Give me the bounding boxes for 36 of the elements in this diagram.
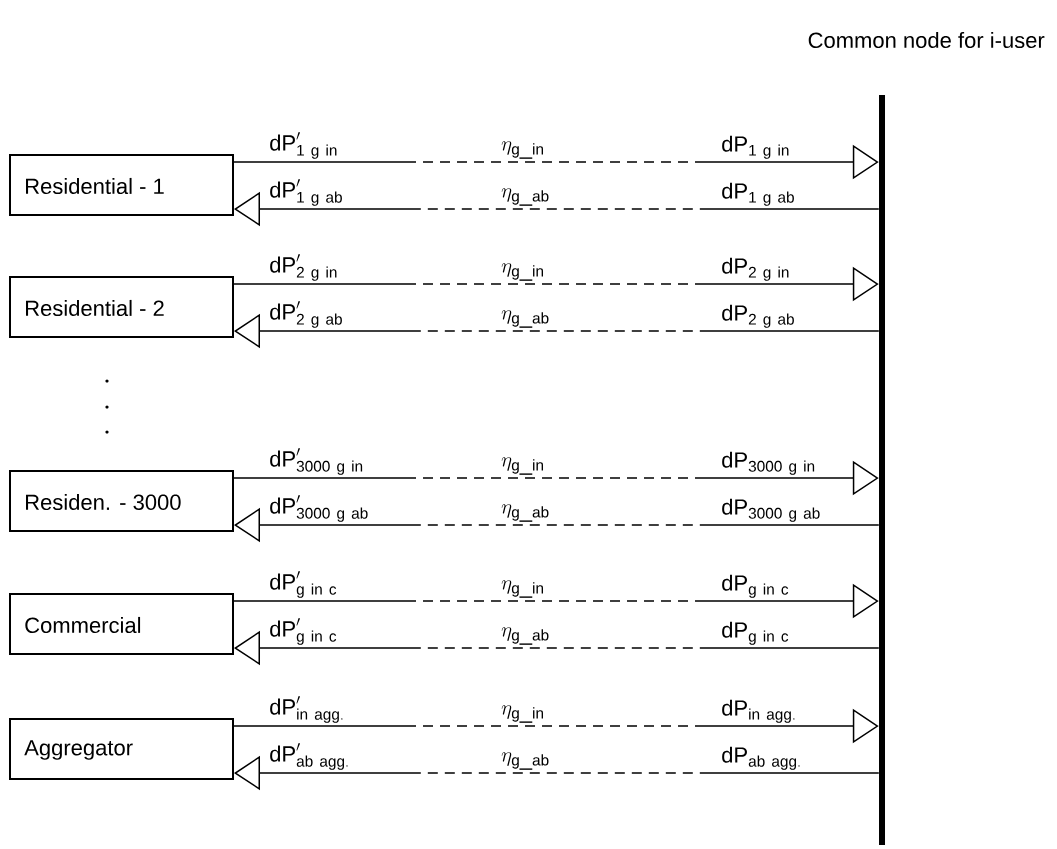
- flow-label: $\mathrm{dP}_{\mathrm{2\ g\ in}}$: [722, 257, 789, 281]
- flow-label: $\mathrm{dP}_{\mathrm{g\ in\ c}}$: [722, 574, 789, 598]
- entity-box: Residential - 2: [9, 276, 234, 338]
- flow-label: $\mathrm{dP}_{\mathrm{1\ g\ in}}$: [722, 135, 789, 159]
- edge-label: $\eta_{\mathrm{g\_in}}$: [500, 456, 546, 476]
- flow-label: $\mathrm{dP}'_{\mathrm{2\ g\ ab}}$: [270, 301, 342, 328]
- flow-label: $\mathrm{dP}_{\mathrm{1\ g\ ab}}$: [722, 182, 794, 206]
- edge-label: $\eta_{\mathrm{g\_in}}$: [500, 262, 546, 282]
- entity-box: Commercial: [9, 593, 234, 655]
- flow-label: $\mathrm{dP}'_{\mathrm{3000\ g\ in}}$: [270, 448, 363, 475]
- entity-box: Residential - 1: [9, 154, 234, 216]
- flow-label: $\mathrm{dP}_{\mathrm{ab\ agg.}}$: [722, 746, 800, 770]
- flow-label: $\mathrm{dP}'_{\mathrm{g\ in\ c}}$: [270, 618, 337, 645]
- flow-label: $\mathrm{dP}'_{\mathrm{g\ in\ c}}$: [270, 571, 337, 598]
- edge-label: $\eta_{\mathrm{g\_in}}$: [500, 579, 546, 599]
- edge-label: $\eta_{\mathrm{g\_ab}}$: [500, 309, 551, 329]
- flow-label: $\mathrm{dP}'_{\mathrm{in\ agg.}}$: [270, 696, 343, 723]
- flow-label: $\mathrm{dP}_{\mathrm{g\ in\ c}}$: [722, 621, 789, 645]
- edge-label: $\eta_{\mathrm{g\_in}}$: [500, 140, 546, 160]
- edge-label: $\eta_{\mathrm{g\_ab}}$: [500, 751, 551, 771]
- flow-label: $\mathrm{dP}_{\mathrm{in\ agg.}}$: [722, 699, 795, 723]
- flow-label: $\mathrm{dP}'_{\mathrm{1\ g\ ab}}$: [270, 179, 342, 206]
- flow-label: $\mathrm{dP}'_{\mathrm{3000\ g\ ab}}$: [270, 495, 368, 522]
- flow-label: $\mathrm{dP}'_{\mathrm{1\ g\ in}}$: [270, 132, 337, 159]
- flow-label: $\mathrm{dP}_{\mathrm{2\ g\ ab}}$: [722, 304, 794, 328]
- flow-label: $\mathrm{dP}_{\mathrm{3000\ g\ ab}}$: [722, 498, 820, 522]
- edge-label: $\eta_{\mathrm{g\_ab}}$: [500, 187, 551, 207]
- flow-label: $\mathrm{dP}'_{\mathrm{ab\ agg.}}$: [270, 743, 348, 770]
- entity-box: Aggregator: [9, 718, 234, 780]
- flow-label: $\mathrm{dP}'_{\mathrm{2\ g\ in}}$: [270, 254, 337, 281]
- node-label: Common node for i-user: [808, 31, 1045, 49]
- flow-label: $\mathrm{dP}_{\mathrm{3000\ g\ in}}$: [722, 451, 815, 475]
- entity-box: Residen. - 3000: [9, 470, 234, 532]
- edge-label: $\eta_{\mathrm{g\_ab}}$: [500, 626, 551, 646]
- edge-label: $\eta_{\mathrm{g\_in}}$: [500, 704, 546, 724]
- edge-label: $\eta_{\mathrm{g\_ab}}$: [500, 503, 551, 523]
